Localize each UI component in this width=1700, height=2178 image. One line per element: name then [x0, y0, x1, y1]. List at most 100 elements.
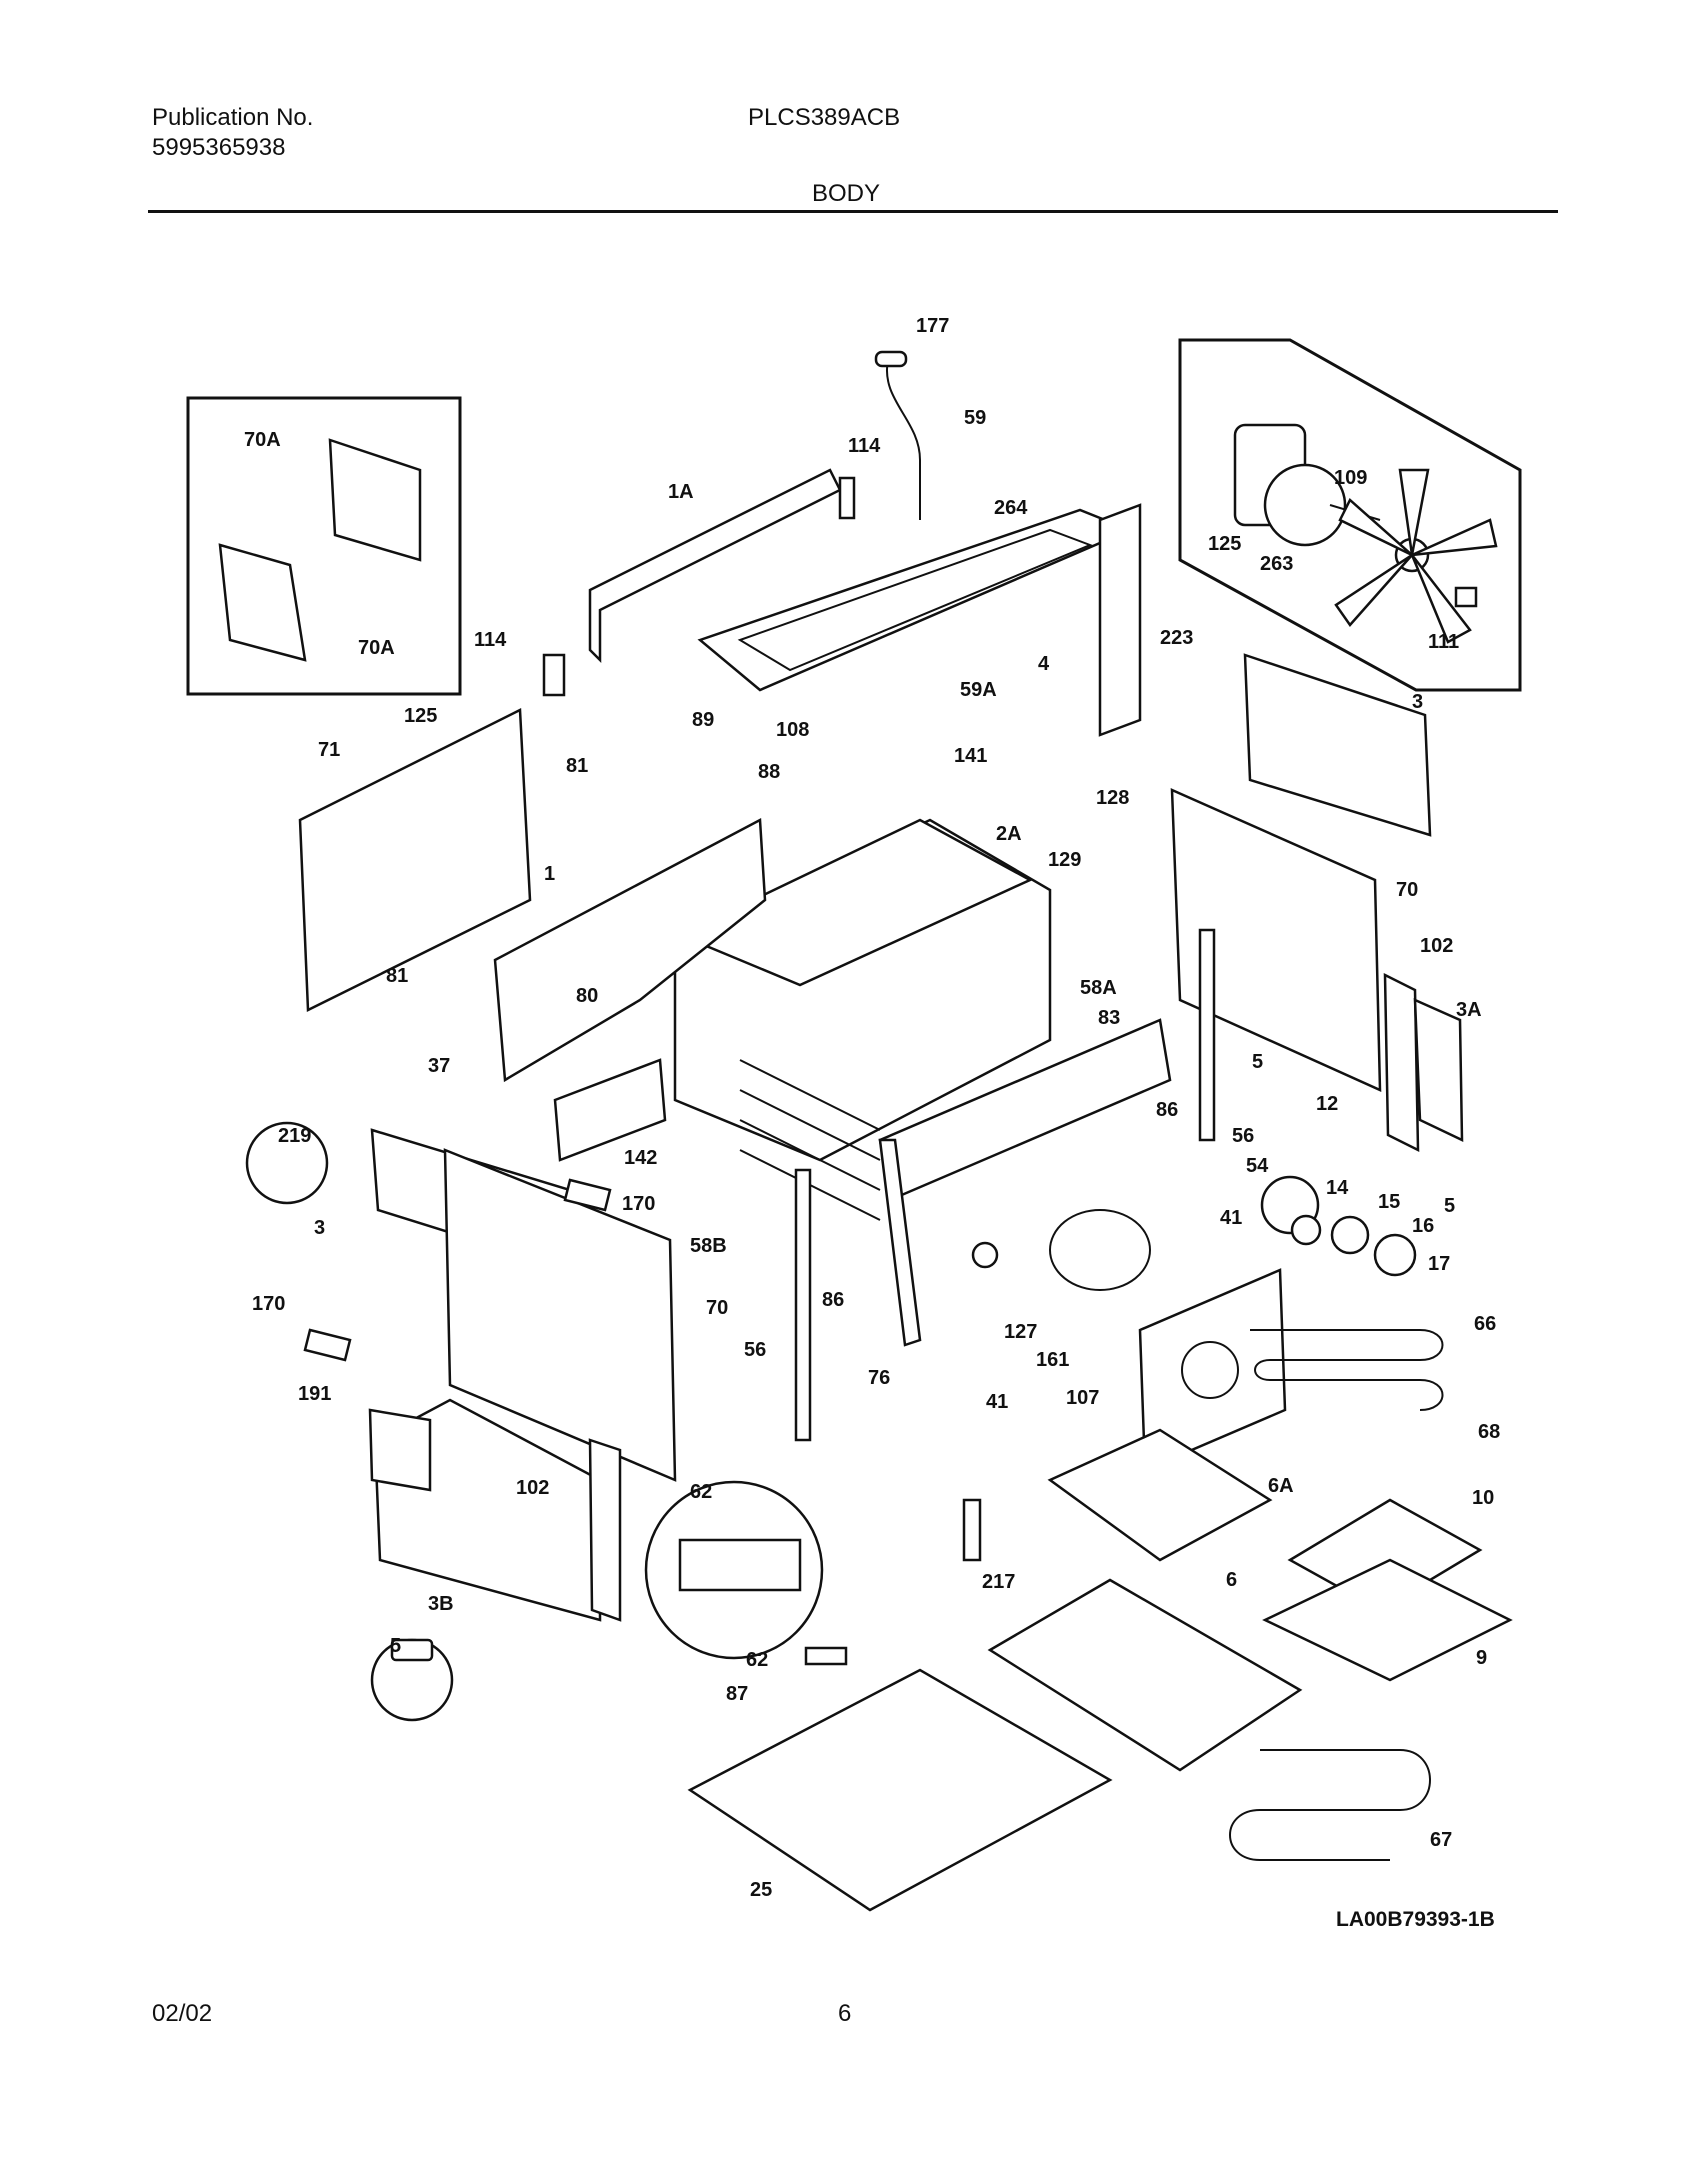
- callout-68: 68: [1478, 1421, 1500, 1443]
- callout-59: 59: [964, 407, 986, 429]
- trim-strip-56-right: [1198, 928, 1216, 1142]
- callout-141: 141: [954, 745, 987, 767]
- insulation-right: [1170, 788, 1382, 1092]
- convection-fan-motor: [1233, 423, 1381, 547]
- bracket-102-right: [1383, 972, 1420, 1153]
- model-number: PLCS389ACB: [748, 104, 901, 131]
- callout-12: 12: [1316, 1093, 1338, 1115]
- callout-5-right: 5: [1444, 1195, 1455, 1217]
- broiler-pan: [1262, 1558, 1513, 1682]
- light-cover: [1373, 1233, 1417, 1277]
- callout-114-top: 114: [848, 435, 881, 457]
- callout-170-left: 170: [252, 1293, 285, 1315]
- callout-81-bottom: 81: [386, 965, 408, 987]
- inset-box-side-panels: [186, 396, 462, 696]
- callout-66: 66: [1474, 1313, 1496, 1335]
- publication-label: Publication No.: [152, 104, 314, 131]
- section-title: BODY: [812, 180, 881, 207]
- callout-142: 142: [624, 1147, 657, 1169]
- thermostat-detail: [245, 1121, 329, 1205]
- fan-cover-grille: [1181, 1341, 1239, 1399]
- callout-41-right: 41: [1220, 1207, 1242, 1229]
- callout-1a: 1A: [668, 481, 694, 503]
- callout-125-left: 125: [404, 705, 437, 727]
- vent-tube: [885, 359, 921, 520]
- light-bulb: [1330, 1215, 1370, 1255]
- convection-element: [1250, 1329, 1444, 1411]
- callout-89: 89: [692, 709, 714, 731]
- callout-58a: 58A: [1080, 977, 1117, 999]
- oven-rack-guides: [739, 1059, 881, 1221]
- callout-83: 83: [1098, 1007, 1120, 1029]
- callout-3b: 3B: [428, 1593, 454, 1615]
- callout-107: 107: [1066, 1387, 1099, 1409]
- callout-219: 219: [278, 1125, 311, 1147]
- side-trim: [1098, 503, 1142, 737]
- callout-56-left: 56: [744, 1339, 766, 1361]
- callout-54: 54: [1246, 1155, 1269, 1177]
- leveling-leg-foot: [390, 1638, 434, 1662]
- footer-page-number: 6: [838, 2000, 852, 2027]
- bracket-114-left: [542, 653, 566, 697]
- vent-tube-cap: [874, 350, 908, 368]
- callout-86-upper: 86: [1156, 1099, 1178, 1121]
- callout-86-lower: 86: [822, 1289, 844, 1311]
- callout-62: 62: [746, 1649, 768, 1671]
- insulation-left: [298, 708, 532, 1012]
- callout-70-left: 70: [706, 1297, 728, 1319]
- side-wall: [493, 817, 767, 1083]
- side-panel-70a-right: [328, 438, 422, 562]
- callout-2a: 2A: [996, 823, 1022, 845]
- callout-5-upper: 5: [1252, 1051, 1263, 1073]
- callout-102-left: 102: [516, 1477, 549, 1499]
- callout-80: 80: [576, 985, 598, 1007]
- bracket-170-left: [303, 1328, 352, 1362]
- callout-161: 161: [1036, 1349, 1069, 1371]
- publication-number: 5995365938: [152, 134, 286, 161]
- insulation-front: [443, 1148, 677, 1482]
- callout-17: 17: [1428, 1253, 1450, 1275]
- side-panel-70a-left: [218, 543, 307, 662]
- callout-223: 223: [1160, 627, 1193, 649]
- rack-6a: [1047, 1428, 1273, 1562]
- terminal-block-enlarged: [678, 1538, 802, 1592]
- rear-fan-cover: [1138, 1268, 1287, 1472]
- callout-111: 111: [1428, 631, 1459, 653]
- top-panel-inner: [737, 528, 1093, 672]
- bracket-142: [553, 1058, 667, 1162]
- callout-87: 87: [726, 1683, 748, 1705]
- callout-177: 177: [916, 315, 949, 337]
- callout-127: 127: [1004, 1321, 1037, 1343]
- callout-25: 25: [750, 1879, 772, 1901]
- callout-3a: 3A: [1456, 999, 1482, 1021]
- oven-cavity-top: [676, 818, 1033, 987]
- front-frame-left: [878, 1138, 922, 1347]
- callout-70-right: 70: [1396, 879, 1418, 901]
- callout-263: 263: [1260, 553, 1293, 575]
- bracket-191: [368, 1408, 432, 1492]
- callout-56-right: 56: [1232, 1125, 1254, 1147]
- callout-59a: 59A: [960, 679, 997, 701]
- callout-129: 129: [1048, 849, 1081, 871]
- callout-71: 71: [318, 739, 340, 761]
- callout-70a-top: 70A: [244, 429, 281, 451]
- callout-67: 67: [1430, 1829, 1452, 1851]
- callout-37: 37: [428, 1055, 450, 1077]
- callout-108: 108: [776, 719, 809, 741]
- broil-element: [1229, 1749, 1431, 1861]
- oven-gasket: [1049, 1209, 1151, 1291]
- drawing-id: LA00B79393-1B: [1336, 1908, 1495, 1931]
- callout-191: 191: [298, 1383, 331, 1405]
- terminal-block: [804, 1646, 848, 1666]
- callout-102-right: 102: [1420, 935, 1453, 957]
- callout-128: 128: [1096, 787, 1129, 809]
- callout-14: 14: [1326, 1177, 1349, 1199]
- header-rule: [148, 210, 1558, 213]
- callout-6: 6: [1226, 1569, 1237, 1591]
- callout-264: 264: [994, 497, 1028, 519]
- bracket-114-top: [838, 476, 856, 520]
- callout-76: 76: [868, 1367, 890, 1389]
- light-socket: [1290, 1214, 1322, 1246]
- right-side-panel: [1243, 653, 1432, 837]
- callout-5-detail: 5: [390, 1635, 401, 1657]
